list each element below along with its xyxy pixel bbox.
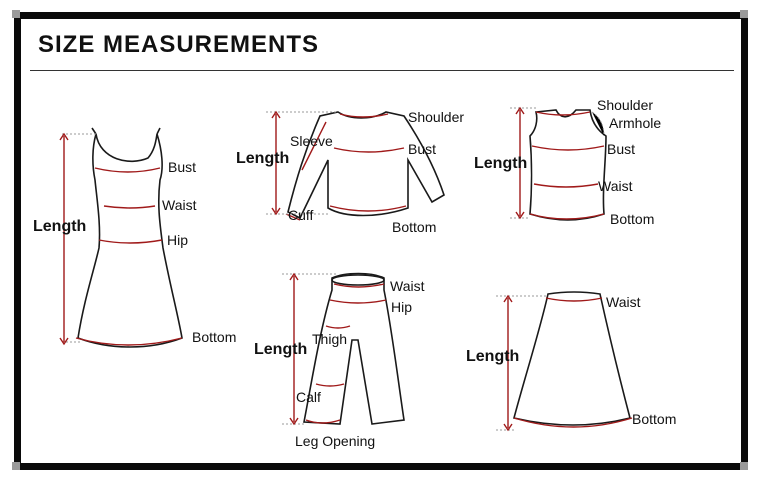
pants-diagram: Waist Hip Length Thigh Calf Leg Opening bbox=[254, 272, 425, 449]
tank-waist-label: Waist bbox=[598, 178, 633, 194]
tank-diagram: Shoulder Armhole Length Bust Waist Botto… bbox=[474, 97, 661, 227]
pants-outline bbox=[303, 272, 405, 425]
dress-outline bbox=[77, 133, 183, 348]
image-frame bbox=[14, 12, 748, 470]
pants-waist-label: Waist bbox=[390, 278, 425, 294]
skirt-waist-label: Waist bbox=[606, 294, 641, 310]
skirt-diagram: Waist Length Bottom bbox=[466, 291, 676, 432]
tank-shoulder-label: Shoulder bbox=[597, 97, 653, 113]
sweater-shoulder-label: Shoulder bbox=[408, 109, 464, 125]
tank-length-label: Length bbox=[474, 155, 527, 172]
dress-waist-label: Waist bbox=[162, 197, 197, 213]
sweater-bust-label: Bust bbox=[408, 141, 436, 157]
page-title: SIZE MEASUREMENTS bbox=[38, 31, 320, 58]
frame-corner bbox=[12, 462, 20, 470]
dress-hip-label: Hip bbox=[167, 232, 188, 248]
frame-corner bbox=[12, 10, 20, 18]
pants-hip-label: Hip bbox=[391, 299, 412, 315]
skirt-outline bbox=[513, 291, 631, 426]
sweater-diagram: Shoulder Sleeve Length Bust Cuff Bottom bbox=[236, 109, 464, 235]
sweater-length-label: Length bbox=[236, 150, 289, 167]
dress-bust-label: Bust bbox=[168, 159, 196, 175]
pants-thigh-label: Thigh bbox=[312, 331, 347, 347]
tank-outline bbox=[529, 109, 607, 221]
pants-length-label: Length bbox=[254, 341, 307, 358]
tank-bottom-label: Bottom bbox=[610, 211, 654, 227]
dress-diagram: Length Bust Waist Hip Bottom bbox=[33, 127, 236, 348]
frame-corner bbox=[740, 10, 748, 18]
sweater-bottom-label: Bottom bbox=[392, 219, 436, 235]
skirt-bottom-label: Bottom bbox=[632, 411, 676, 427]
tank-bust-label: Bust bbox=[607, 141, 635, 157]
sweater-outline bbox=[287, 111, 445, 220]
dress-bottom-label: Bottom bbox=[192, 329, 236, 345]
dress-length-label: Length bbox=[33, 218, 86, 235]
skirt-length-label: Length bbox=[466, 348, 519, 365]
tank-armhole-label: Armhole bbox=[609, 115, 661, 131]
sweater-sleeve-label: Sleeve bbox=[290, 133, 333, 149]
frame-corner bbox=[740, 462, 748, 470]
pants-calf-label: Calf bbox=[296, 389, 321, 405]
sweater-cuff-label: Cuff bbox=[288, 207, 314, 223]
title-divider bbox=[30, 70, 734, 71]
pants-leg-opening-label: Leg Opening bbox=[295, 433, 375, 449]
